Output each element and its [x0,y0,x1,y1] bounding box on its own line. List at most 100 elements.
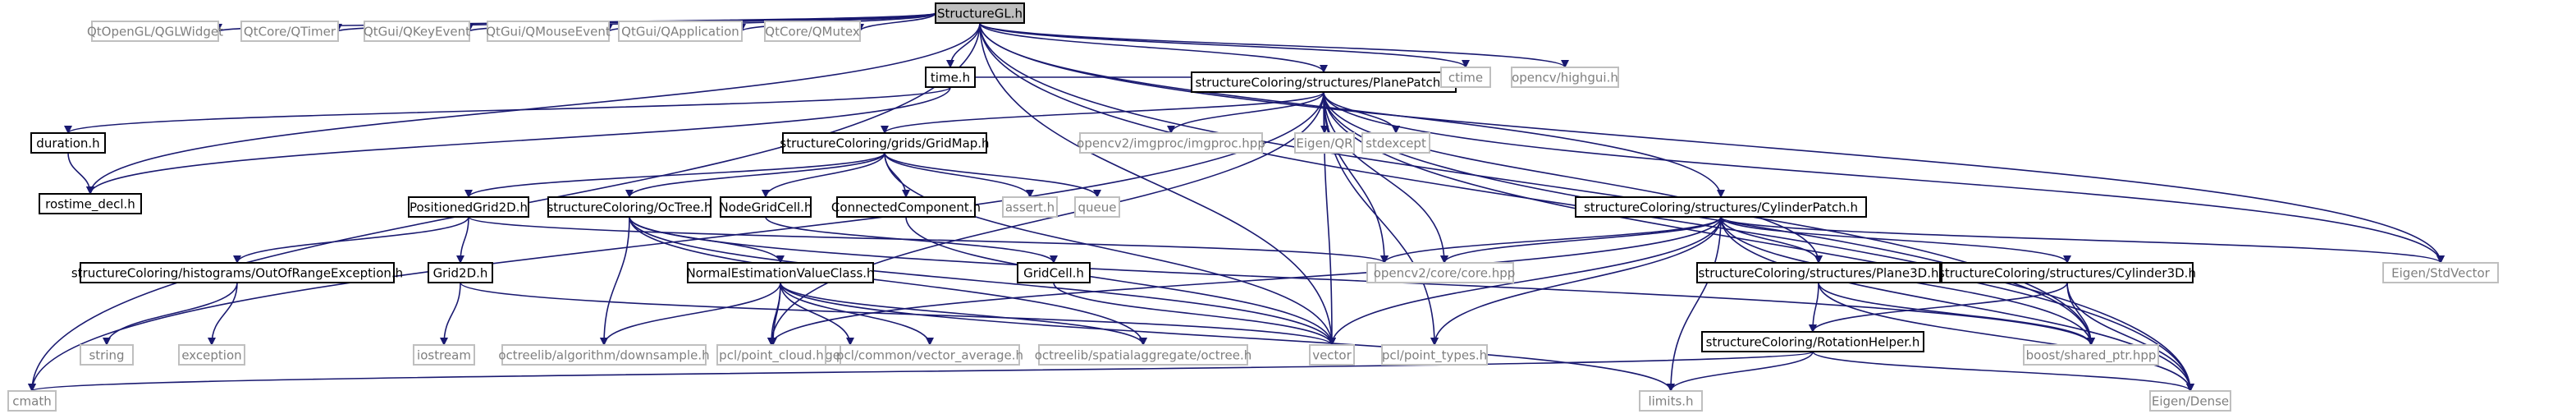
node-cmath: cmath [7,390,57,412]
edge-gridmap-to-octree [625,152,885,198]
node-positionedgrid[interactable]: PositionedGrid2D.h [408,196,529,218]
edge-normalest-to-eigeneigen [780,282,854,346]
node-rostime[interactable]: rostime_decl.h [39,193,142,214]
node-qmutex: QtCore/QMutex [764,21,861,42]
edge-planepatch-to-plane3d [1323,91,1823,264]
node-qtimer: QtCore/QTimer [240,21,339,42]
edge-planepatch-to-corehpp [1323,91,1448,264]
node-box-octree [547,196,711,218]
node-label-ctime: ctime [1448,71,1483,85]
edge-normalest-to-spatialoctree [780,282,1147,346]
edge-structuregl-to-vector [979,22,1336,346]
node-sharedptr: boost/shared_ptr.hpp [2023,344,2159,366]
node-label-planepatch: structureColoring/structures/PlanePatch.… [1195,76,1452,90]
node-label-cylinder3d: structureColoring/structures/Cylinder3D.… [1938,266,2196,281]
edge-octree-to-spatialoctree [629,216,1147,346]
node-box-pointtypes [1381,344,1488,366]
node-rotationhelper[interactable]: structureColoring/RotationHelper.h [1701,331,1924,352]
node-outofrange[interactable]: structureColoring/histograms/OutOfRangeE… [71,262,403,283]
node-label-assert: assert.h [1005,200,1055,215]
node-time[interactable]: time.h [925,67,976,88]
node-label-rotationhelper: structureColoring/RotationHelper.h [1706,335,1920,350]
node-connectedcomp[interactable]: ConnectedComponent.h [831,196,981,218]
node-label-pointcloud: pcl/point_cloud.h [719,348,824,364]
edge-rotationhelper-to-eigendense [1812,351,2194,392]
edge-structuregl-to-qmutex [856,12,936,32]
edge-nodegridcell-to-gridcell [765,216,1058,264]
node-label-spatialoctree: octreelib/spatialaggregate/octree.h [1035,348,1252,363]
edge-cylinder3d-to-rotationhelper [1809,282,2068,333]
node-label-qglwidget: QtOpenGL/QGLWidget [87,25,223,39]
node-label-grid2d: Grid2D.h [433,266,488,281]
edge-grid2d-to-iostream [440,282,461,346]
node-box-exception [178,344,245,366]
edge-structuregl-to-rostime [86,22,981,195]
node-box-structuregl [935,2,1025,24]
node-vectoravg: pcl/common/vector_average.h [836,344,1023,366]
node-label-imgproc: opencv2/imgproc/imgproc.hpp [1077,136,1265,151]
node-ctime: ctime [1440,67,1491,88]
node-label-plane3d: structureColoring/structures/Plane3D.h [1699,266,1939,281]
node-nodegridcell[interactable]: NodeGridCell.h [720,196,812,218]
node-label-connectedcomp: ConnectedComponent.h [831,200,981,215]
node-label-stdvector: Eigen/StdVector [2391,266,2491,281]
node-box-gridcell [1017,262,1091,283]
edge-duration-to-rostime [67,152,94,195]
node-box-queue [1074,196,1120,218]
edge-time-to-duration [64,86,951,134]
node-label-qkeyevent: QtGui/QKeyEvent [364,25,470,39]
node-box-qmutex [764,21,861,42]
node-label-gridcell: GridCell.h [1023,266,1084,281]
node-normalest[interactable]: NormalEstimationValueClass.h [686,262,875,283]
edge-normalest-to-limits [780,282,1675,392]
node-structuregl[interactable]: StructureGL.h [935,2,1025,24]
node-box-qglwidget [91,21,219,42]
node-duration[interactable]: duration.h [30,132,106,154]
node-label-normalest: NormalEstimationValueClass.h [686,266,874,281]
edge-cylinderpatch-to-list [1380,216,1722,264]
node-gridcell[interactable]: GridCell.h [1017,262,1091,283]
edge-outofrange-to-string [103,282,238,346]
edge-planepatch-to-stdvector [1323,91,2445,264]
node-octree[interactable]: structureColoring/OcTree.h [547,196,712,218]
node-planepatch[interactable]: structureColoring/structures/PlanePatch.… [1191,71,1457,93]
edge-positionedgrid-to-list [468,216,1389,264]
node-label-eigendense: Eigen/Dense [2152,394,2229,409]
node-label-gridmap: structureColoring/grids/GridMap.h [780,136,989,151]
node-label-duration: duration.h [36,136,99,151]
node-box-iostream [413,344,475,366]
edge-time-to-rostime [86,86,951,195]
node-box-nodegridcell [720,196,812,218]
node-label-positionedgrid: PositionedGrid2D.h [410,200,528,215]
edge-positionedgrid-to-grid2d [456,216,469,264]
node-box-qmouseevent [487,21,610,42]
node-gridmap[interactable]: structureColoring/grids/GridMap.h [780,132,990,154]
edge-cylinderpatch-to-cylinder3d [1720,216,2071,264]
node-box-grid2d [428,262,493,283]
node-label-corehpp: opencv2/core/core.hpp [1374,266,1516,281]
node-plane3d[interactable]: structureColoring/structures/Plane3D.h [1696,262,1941,283]
edge-plane3d-to-sharedptr [1818,282,2095,346]
node-exception: exception [178,344,245,366]
node-grid2d[interactable]: Grid2D.h [428,262,493,283]
edge-cylinderpatch-to-corehpp [1440,216,1722,264]
node-cylinderpatch[interactable]: structureColoring/structures/CylinderPat… [1575,196,1867,218]
node-box-cylinder3d [1941,262,2194,283]
node-box-normalest [687,262,874,283]
node-box-vector [1309,344,1355,366]
edge-planepatch-to-gridmap [881,91,1325,134]
node-box-stdexcept [1361,132,1430,154]
node-label-qtimer: QtCore/QTimer [244,25,336,39]
node-vector: vector [1309,344,1355,366]
edge-gridmap-to-assert [884,152,1034,198]
node-cylinder3d[interactable]: structureColoring/structures/Cylinder3D.… [1938,262,2196,283]
node-stdvector: Eigen/StdVector [2382,262,2499,283]
node-box-stdvector [2382,262,2499,283]
node-label-eigenqr: Eigen/QR [1296,136,1352,151]
node-pointtypes: pcl/point_types.h [1381,344,1488,366]
node-assert: assert.h [1002,196,1058,218]
edge-normalest-to-downsample [600,282,781,346]
node-box-pointcloud [716,344,826,366]
node-highgui: opencv/highgui.h [1511,67,1619,88]
